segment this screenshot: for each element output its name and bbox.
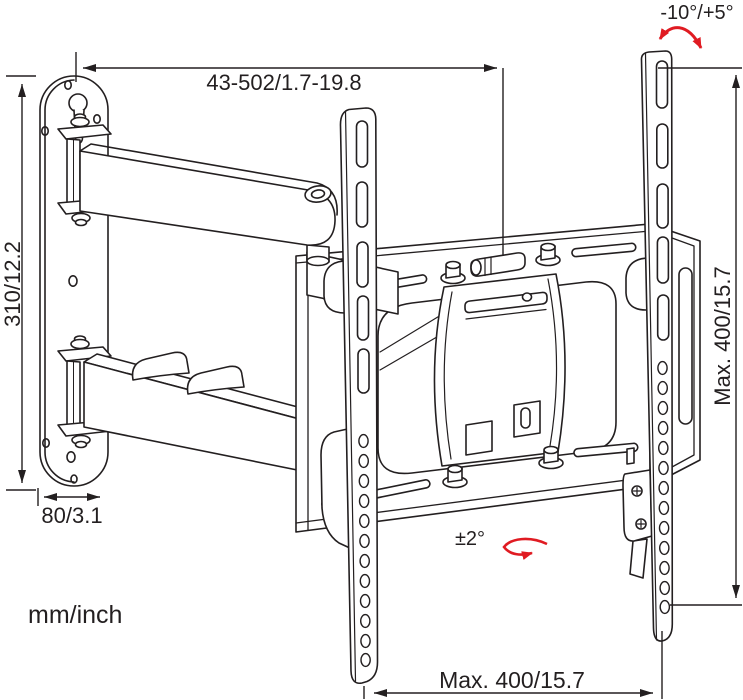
side-slot <box>678 267 693 425</box>
cable-clip <box>186 365 245 395</box>
left-rail-slots <box>355 120 370 394</box>
tilt-bracket <box>433 273 566 467</box>
lower-arm <box>83 351 333 476</box>
tilt-lock-bracket <box>622 469 653 579</box>
units-note: mm/inch <box>28 601 122 629</box>
locking-knobs <box>440 242 564 489</box>
dim-plate-height <box>6 75 36 491</box>
plate-height-label: 310/12.2 <box>0 241 25 327</box>
vesa-horizontal-label: Max. 400/15.7 <box>439 667 585 693</box>
lever-pin <box>470 252 526 277</box>
cable-clip <box>131 351 190 381</box>
plate-pin <box>626 447 635 465</box>
dim-vesa-horizontal <box>363 631 663 699</box>
vesa-vertical-label: Max. 400/15.7 <box>710 266 735 405</box>
left-rail-holes <box>358 433 371 668</box>
dim-vesa-vertical <box>658 67 742 606</box>
wall-plate-holes <box>40 80 102 484</box>
right-vesa-rail <box>622 50 674 642</box>
right-rail-holes <box>657 360 671 615</box>
labels: -10°/+5° 43-502/1.7-19.8 310/12.2 80/3.1… <box>0 2 735 693</box>
dim-plate-width <box>37 488 100 506</box>
tilt-arrow <box>658 26 703 49</box>
plate-width-label: 80/3.1 <box>41 503 102 528</box>
tilt-range-label: -10°/+5° <box>660 2 733 24</box>
angle-arrows <box>502 26 703 560</box>
swivel-arrow <box>502 537 548 560</box>
dim-extension <box>75 52 504 256</box>
dimension-lines <box>6 52 742 699</box>
extension-label: 43-502/1.7-19.8 <box>206 70 361 95</box>
swivel-label: ±2° <box>455 528 485 550</box>
lower-hinge <box>57 335 112 449</box>
left-vesa-rail <box>320 107 379 685</box>
right-rail-slots <box>655 60 670 341</box>
